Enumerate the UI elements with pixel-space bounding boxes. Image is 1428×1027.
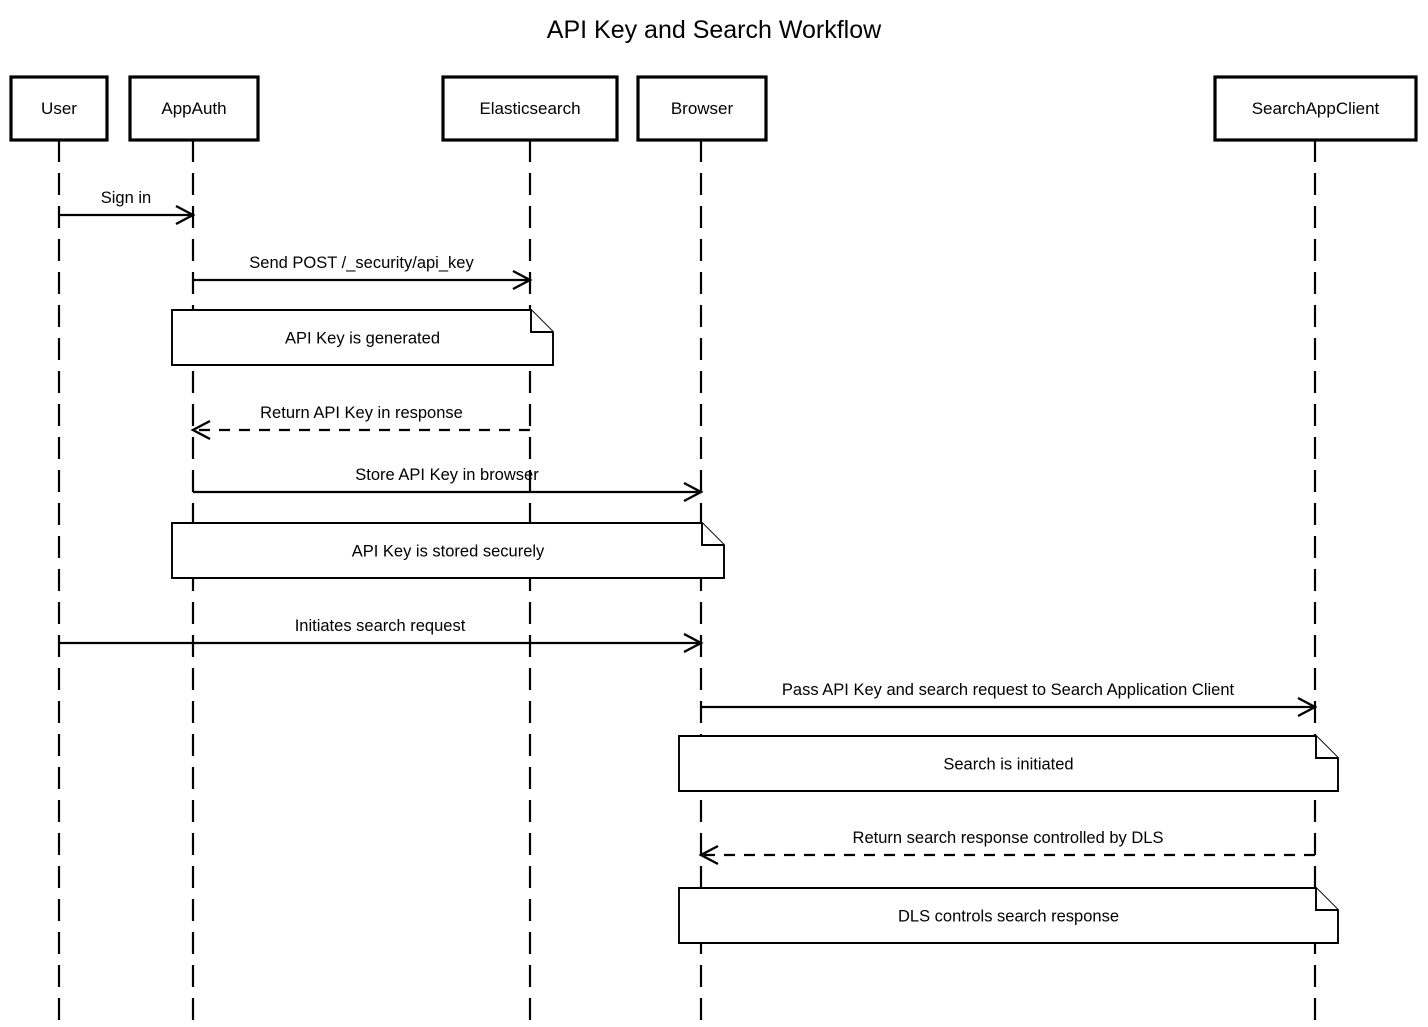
participant-box[interactable]: [1213, 75, 1418, 142]
participant-box[interactable]: [441, 75, 619, 142]
message-m7: Return search response controlled by DLS: [698, 829, 1315, 866]
message-m4: Store API Key in browser: [193, 466, 704, 503]
note-n3: Search is initiated: [678, 735, 1339, 792]
participant-label: User: [41, 99, 77, 118]
arrow-head-icon: [175, 204, 196, 226]
participant-label: SearchAppClient: [1252, 99, 1380, 118]
lifelines-layer: [57, 140, 1317, 1027]
note-fold-corner: [701, 523, 724, 546]
participant-label: Elasticsearch: [479, 99, 580, 118]
message-label: Return search response controlled by DLS: [853, 829, 1164, 847]
message-m1: Sign in: [59, 189, 196, 226]
message-m3: Return API Key in response: [190, 404, 530, 441]
participant-box[interactable]: [128, 75, 260, 142]
message-label: Store API Key in browser: [355, 466, 539, 484]
participant-searchappclient[interactable]: SearchAppClient: [1213, 75, 1418, 142]
arrow-head-icon: [1297, 696, 1318, 718]
diagram-title: API Key and Search Workflow: [547, 16, 882, 44]
note-fold-corner: [1315, 736, 1338, 759]
note-n4: DLS controls search response: [678, 887, 1339, 944]
participant-user[interactable]: User: [9, 75, 109, 142]
message-label: Pass API Key and search request to Searc…: [782, 681, 1235, 699]
note-label: API Key is generated: [285, 330, 440, 348]
messages-layer: Sign in Send POST /_security/api_keyRetur…: [59, 189, 1318, 866]
arrow-head-icon: [683, 481, 704, 503]
message-label: Return API Key in response: [260, 404, 463, 422]
note-fold-corner: [530, 310, 553, 333]
note-shape: [678, 887, 1339, 944]
participant-label: Browser: [671, 99, 734, 118]
message-m5: Initiates search request: [59, 617, 704, 654]
arrow-head-icon: [190, 419, 211, 441]
note-shape: [171, 309, 554, 366]
participant-box[interactable]: [9, 75, 109, 142]
note-n2: API Key is stored securely: [171, 522, 725, 579]
message-label: Send POST /_security/api_key: [249, 254, 474, 272]
participants-layer: User AppAuth Elasticsearch Browser SearchApp…: [9, 75, 1418, 142]
note-label: Search is initiated: [943, 756, 1073, 774]
note-fold-corner: [1315, 888, 1338, 911]
note-shape: [171, 522, 725, 579]
participant-appauth[interactable]: AppAuth: [128, 75, 260, 142]
note-n1: API Key is generated: [171, 309, 554, 366]
arrow-head-icon: [698, 844, 719, 866]
participant-box[interactable]: [636, 75, 768, 142]
note-label: API Key is stored securely: [352, 543, 545, 561]
arrow-head-icon: [512, 269, 533, 291]
participant-elasticsearch[interactable]: Elasticsearch: [441, 75, 619, 142]
participant-browser[interactable]: Browser: [636, 75, 768, 142]
message-m6: Pass API Key and search request to Searc…: [701, 681, 1318, 718]
note-shape: [678, 735, 1339, 792]
note-label: DLS controls search response: [898, 908, 1119, 926]
message-label: Sign in: [101, 189, 151, 207]
participant-label: AppAuth: [161, 99, 226, 118]
message-label: Initiates search request: [295, 617, 466, 635]
message-m2: Send POST /_security/api_key: [193, 254, 533, 291]
arrow-head-icon: [683, 632, 704, 654]
